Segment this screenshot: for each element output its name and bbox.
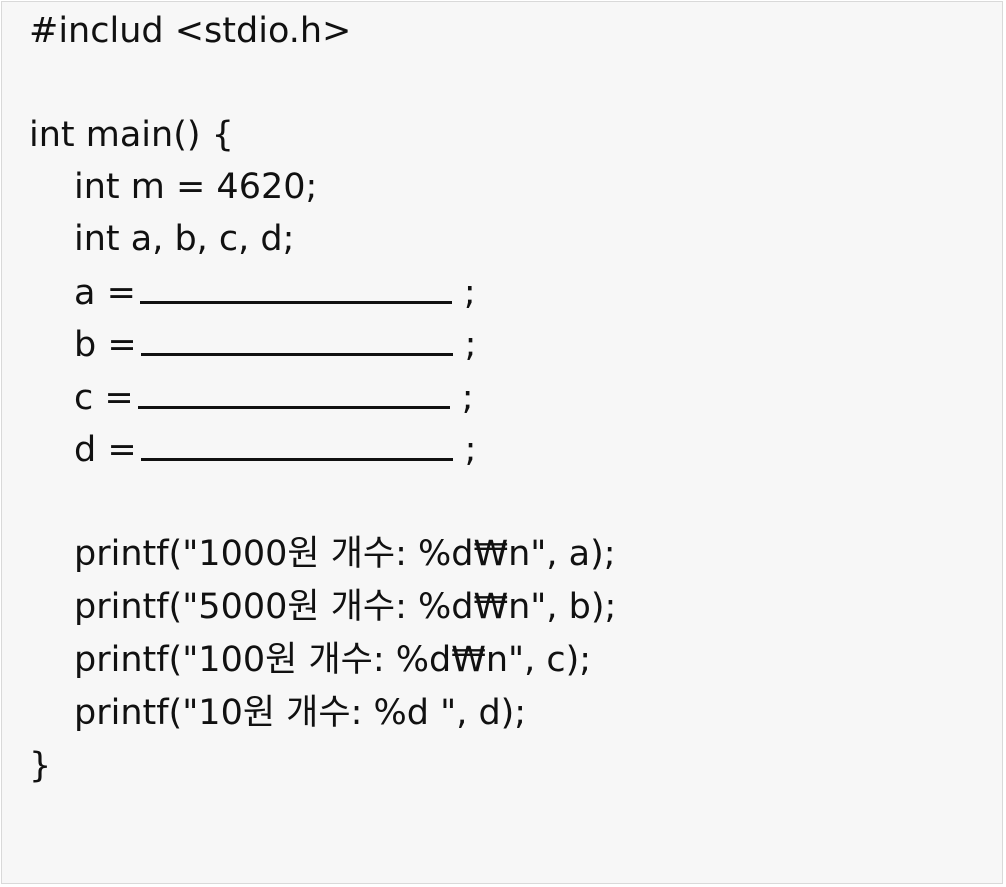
assign-lhs: a =: [74, 273, 136, 313]
assign-d-line: d =;: [74, 424, 476, 476]
include-line: #includ <stdio.h>: [29, 11, 352, 51]
printf-line-100: printf("100원 개수: %d₩n", c);: [74, 640, 592, 680]
main-signature-line: int main() {: [29, 115, 234, 155]
statement-end: ;: [464, 325, 477, 365]
printf-line-1000: printf("1000원 개수: %d₩n", a);: [74, 534, 616, 574]
statement-end: ;: [463, 273, 476, 313]
answer-blank-a: [139, 267, 452, 304]
answer-blank-c: [137, 372, 450, 409]
declare-vars-line: int a, b, c, d;: [74, 219, 295, 259]
assign-lhs: c =: [74, 378, 134, 418]
answer-blank-d: [140, 424, 453, 461]
closing-brace-line: }: [29, 746, 52, 786]
statement-end: ;: [464, 430, 477, 470]
assign-a-line: a =;: [74, 267, 476, 319]
declare-m-line: int m = 4620;: [74, 167, 318, 207]
assign-c-line: c =;: [74, 372, 474, 424]
assign-lhs: b =: [74, 325, 137, 365]
printf-line-5000: printf("5000원 개수: %d₩n", b);: [74, 587, 617, 627]
answer-blank-b: [140, 319, 453, 356]
assign-lhs: d =: [74, 430, 137, 470]
assign-b-line: b =;: [74, 319, 476, 371]
statement-end: ;: [461, 378, 474, 418]
printf-line-10: printf("10원 개수: %d ", d);: [74, 693, 527, 733]
